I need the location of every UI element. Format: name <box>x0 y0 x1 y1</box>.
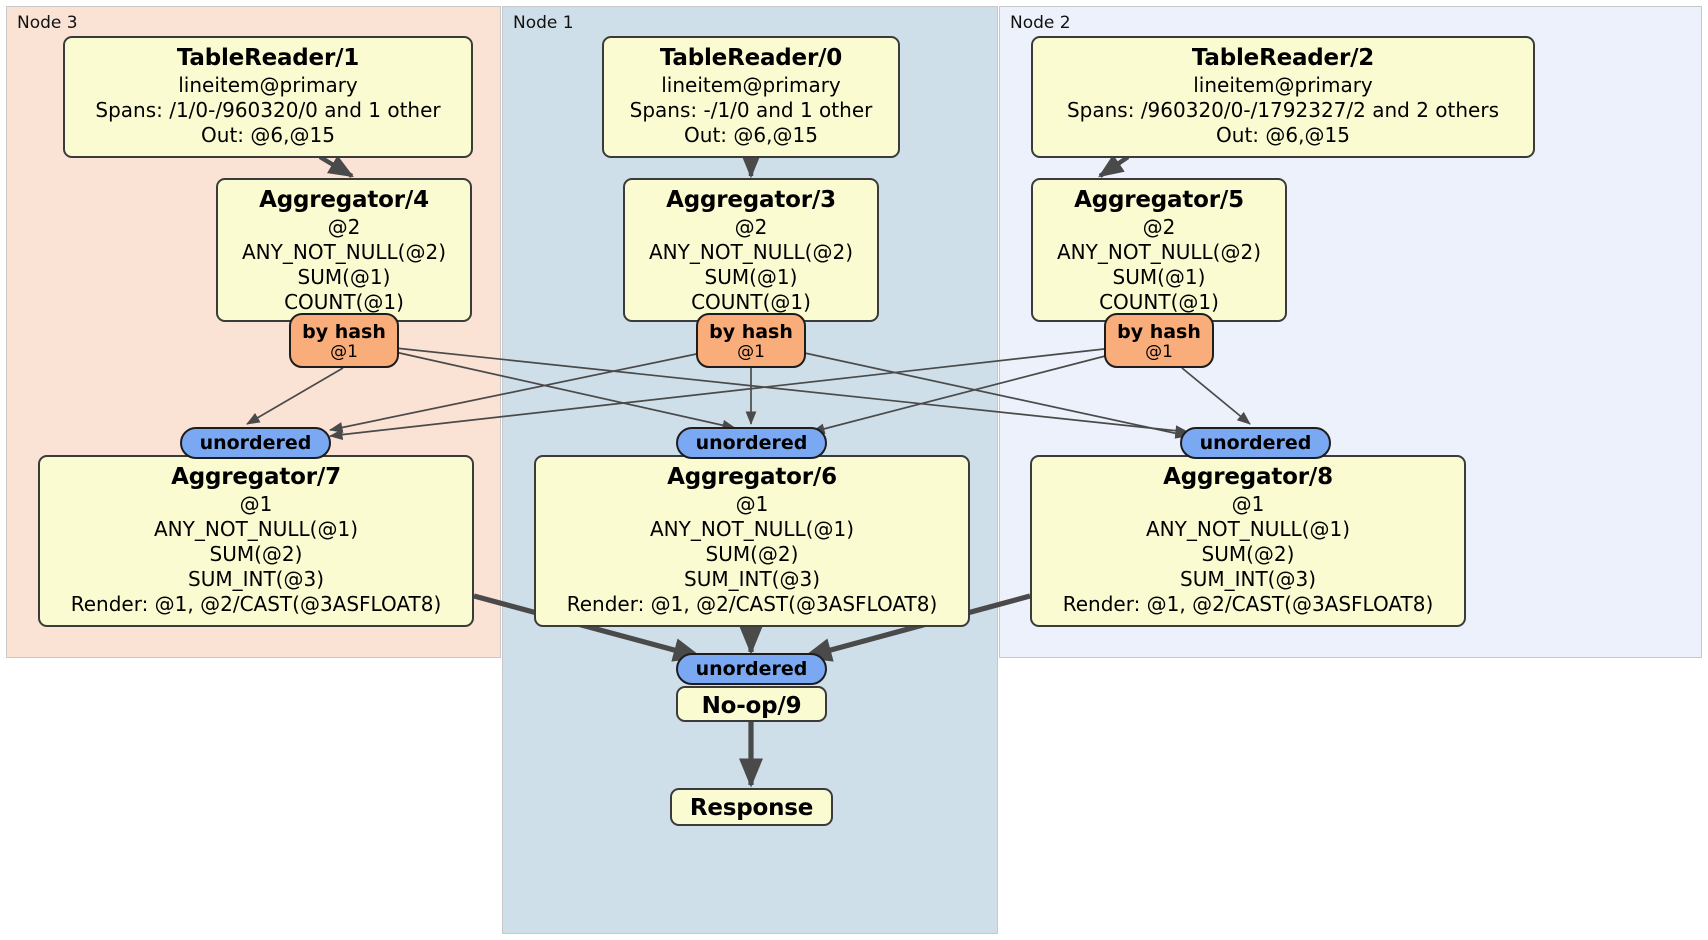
synchronizer-unordered-aggregator-6[interactable]: unordered <box>676 427 827 459</box>
synchronizer-label: unordered <box>695 657 808 680</box>
processor-title: Aggregator/3 <box>666 187 836 213</box>
processor-title: Aggregator/6 <box>667 464 837 490</box>
processor-aggregator-6[interactable]: Aggregator/6 @1 ANY_NOT_NULL(@1) SUM(@2)… <box>534 455 970 627</box>
processor-line: ANY_NOT_NULL(@1) <box>1146 517 1350 541</box>
processor-line: Out: @6,@15 <box>1216 123 1350 147</box>
processor-line: SUM_INT(@3) <box>1180 567 1316 591</box>
processor-line: Out: @6,@15 <box>201 123 335 147</box>
processor-line: @2 <box>327 215 361 239</box>
processor-response[interactable]: Response <box>670 788 833 826</box>
region-label-node-2: Node 2 <box>1010 13 1071 33</box>
synchronizer-label: unordered <box>199 431 312 454</box>
processor-line: lineitem@primary <box>661 73 841 97</box>
region-label-node-3: Node 3 <box>17 13 78 33</box>
processor-line: @1 <box>239 492 273 516</box>
processor-line: ANY_NOT_NULL(@2) <box>242 240 446 264</box>
processor-line: SUM(@2) <box>209 542 303 566</box>
processor-render-line: Render: @1, @2/CAST(@3ASFLOAT8) <box>1062 592 1434 616</box>
processor-line: SUM(@2) <box>1201 542 1295 566</box>
processor-line: @1 <box>735 492 769 516</box>
synchronizer-unordered-noop-9[interactable]: unordered <box>676 653 827 685</box>
processor-line: SUM_INT(@3) <box>684 567 820 591</box>
processor-title: TableReader/2 <box>1191 45 1375 71</box>
processor-aggregator-4[interactable]: Aggregator/4 @2 ANY_NOT_NULL(@2) SUM(@1)… <box>216 178 472 322</box>
processor-title: TableReader/1 <box>176 45 360 71</box>
synchronizer-label: unordered <box>1199 431 1312 454</box>
region-label-node-1: Node 1 <box>513 13 574 33</box>
processor-line: @2 <box>734 215 768 239</box>
processor-title: Aggregator/5 <box>1074 187 1244 213</box>
processor-line: SUM(@1) <box>704 265 798 289</box>
processor-tablereader-1[interactable]: TableReader/1 lineitem@primary Spans: /1… <box>63 36 473 158</box>
processor-line: Out: @6,@15 <box>684 123 818 147</box>
processor-line: @1 <box>1231 492 1265 516</box>
router-label: by hash <box>709 320 793 343</box>
processor-aggregator-8[interactable]: Aggregator/8 @1 ANY_NOT_NULL(@1) SUM(@2)… <box>1030 455 1466 627</box>
processor-line: COUNT(@1) <box>1099 290 1219 314</box>
processor-line: COUNT(@1) <box>284 290 404 314</box>
synchronizer-unordered-aggregator-8[interactable]: unordered <box>1180 427 1331 459</box>
router-by-hash-aggregator-3[interactable]: by hash @1 <box>696 313 806 368</box>
router-column: @1 <box>737 341 765 362</box>
processor-line: SUM(@1) <box>297 265 391 289</box>
router-column: @1 <box>330 341 358 362</box>
router-column: @1 <box>1145 341 1173 362</box>
processor-line: Spans: /1/0-/960320/0 and 1 other <box>95 98 441 122</box>
processor-line: Spans: /960320/0-/1792327/2 and 2 others <box>1066 98 1499 122</box>
processor-line: lineitem@primary <box>178 73 358 97</box>
synchronizer-unordered-aggregator-7[interactable]: unordered <box>180 427 331 459</box>
processor-title: TableReader/0 <box>659 45 843 71</box>
router-label: by hash <box>302 320 386 343</box>
processor-line: ANY_NOT_NULL(@1) <box>154 517 358 541</box>
processor-title: Aggregator/4 <box>259 187 429 213</box>
processor-aggregator-7[interactable]: Aggregator/7 @1 ANY_NOT_NULL(@1) SUM(@2)… <box>38 455 474 627</box>
processor-tablereader-0[interactable]: TableReader/0 lineitem@primary Spans: -/… <box>602 36 900 158</box>
processor-title: Response <box>689 795 814 821</box>
processor-render-line: Render: @1, @2/CAST(@3ASFLOAT8) <box>566 592 938 616</box>
processor-title: No-op/9 <box>701 693 802 719</box>
processor-line: @2 <box>1142 215 1176 239</box>
router-label: by hash <box>1117 320 1201 343</box>
router-by-hash-aggregator-5[interactable]: by hash @1 <box>1104 313 1214 368</box>
processor-tablereader-2[interactable]: TableReader/2 lineitem@primary Spans: /9… <box>1031 36 1535 158</box>
processor-line: ANY_NOT_NULL(@2) <box>649 240 853 264</box>
processor-line: SUM(@2) <box>705 542 799 566</box>
processor-line: Spans: -/1/0 and 1 other <box>629 98 873 122</box>
processor-title: Aggregator/8 <box>1163 464 1333 490</box>
synchronizer-label: unordered <box>695 431 808 454</box>
processor-aggregator-5[interactable]: Aggregator/5 @2 ANY_NOT_NULL(@2) SUM(@1)… <box>1031 178 1287 322</box>
processor-render-line: Render: @1, @2/CAST(@3ASFLOAT8) <box>70 592 442 616</box>
processor-line: SUM(@1) <box>1112 265 1206 289</box>
processor-aggregator-3[interactable]: Aggregator/3 @2 ANY_NOT_NULL(@2) SUM(@1)… <box>623 178 879 322</box>
processor-line: ANY_NOT_NULL(@2) <box>1057 240 1261 264</box>
processor-line: SUM_INT(@3) <box>188 567 324 591</box>
processor-line: COUNT(@1) <box>691 290 811 314</box>
router-by-hash-aggregator-4[interactable]: by hash @1 <box>289 313 399 368</box>
processor-line: ANY_NOT_NULL(@1) <box>650 517 854 541</box>
processor-noop-9[interactable]: No-op/9 <box>676 686 827 722</box>
processor-title: Aggregator/7 <box>171 464 341 490</box>
processor-line: lineitem@primary <box>1193 73 1373 97</box>
